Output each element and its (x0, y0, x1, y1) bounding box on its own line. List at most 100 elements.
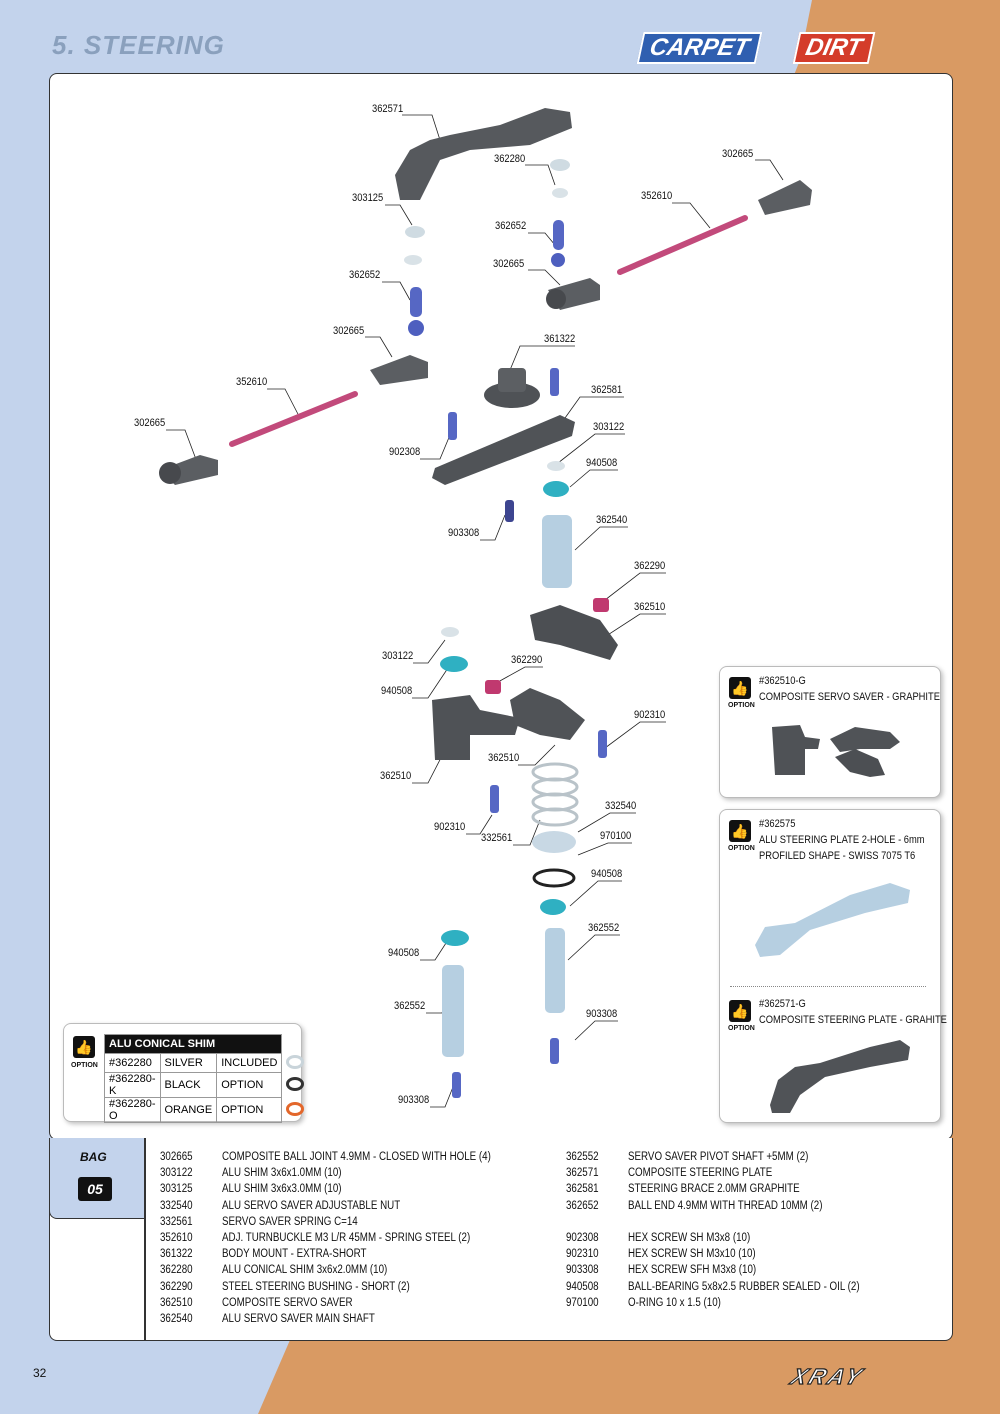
part-code: 361322 (160, 1248, 193, 1261)
option-title: COMPOSITE STEERING PLATE - GRAHITE (759, 1014, 947, 1026)
ball-end-part (410, 287, 422, 317)
part-code: 332540 (160, 1199, 193, 1212)
part-code: 362571 (566, 1167, 599, 1180)
part-label: 332540 (605, 800, 637, 812)
parts-list-panel (49, 1138, 953, 1341)
table-row: #362280 SILVER INCLUDED (104, 1053, 309, 1073)
part-label: 361322 (544, 333, 576, 345)
part-label: 362290 (634, 560, 666, 572)
part-label: 362510 (380, 770, 412, 782)
part-label: 902308 (389, 446, 421, 458)
part-label: 902310 (434, 821, 466, 833)
option-label: OPTION (71, 1062, 98, 1069)
alu-steering-plate-image (755, 883, 910, 957)
shim-part (547, 461, 565, 471)
body-mount-part (498, 368, 526, 392)
part-code: 903308 (566, 1264, 599, 1277)
part-code: 362652 (566, 1199, 599, 1212)
part-desc: O-RING 10 x 1.5 (10) (628, 1296, 721, 1309)
screw-part (550, 1038, 559, 1064)
part-label: 332561 (481, 832, 513, 844)
thumbs-up-icon: 👍 (73, 1036, 95, 1058)
part-label: 902310 (634, 709, 666, 721)
silver-swatch-icon (286, 1054, 305, 1069)
option-code: #362510-G (759, 675, 806, 687)
shim-code: #362280 (104, 1053, 161, 1073)
screw-part (448, 412, 457, 440)
part-code: 362290 (160, 1280, 193, 1293)
part-code: 362581 (566, 1183, 599, 1196)
part-desc: BODY MOUNT - EXTRA-SHORT (222, 1248, 367, 1261)
list-item: 361322 BODY MOUNT - EXTRA-SHORT (160, 1248, 538, 1264)
shim-table: ALU CONICAL SHIM #362280 SILVER INCLUDED… (103, 1034, 309, 1123)
part-label: 362280 (494, 153, 526, 165)
o-ring-part (532, 868, 576, 888)
part-label: 303125 (352, 192, 384, 204)
option-label: OPTION (728, 845, 755, 852)
part-label: 303122 (593, 421, 625, 433)
part-code: 352610 (160, 1231, 193, 1244)
leader-lines (166, 114, 784, 1108)
brand-logo: XRAY (787, 1363, 869, 1389)
bag-label: BAG (80, 1150, 107, 1164)
section-title: 5. STEERING (52, 30, 225, 60)
thumbs-up-icon: 👍 (729, 677, 751, 699)
option-box-servo-saver: 👍 OPTION #362510-G COMPOSITE SERVO SAVER… (719, 666, 941, 798)
part-label: 903308 (448, 527, 480, 539)
option-code: #362571-G (759, 998, 806, 1010)
ball-joint-part (159, 462, 181, 484)
list-item: 362540 ALU SERVO SAVER MAIN SHAFT (160, 1313, 538, 1329)
option-code: #362575 (759, 818, 796, 830)
part-desc: ALU SERVO SAVER MAIN SHAFT (222, 1312, 375, 1325)
list-item: 362571 COMPOSITE STEERING PLATE (566, 1167, 900, 1183)
part-code: 362552 (566, 1151, 599, 1163)
part-label: 903308 (398, 1094, 430, 1106)
shim-part (404, 255, 422, 265)
part-label: 362652 (495, 220, 527, 232)
part-label: 352610 (236, 376, 268, 388)
composite-steering-plate-image (770, 1040, 910, 1113)
part-desc: HEX SCREW SFH M3x8 (10) (628, 1264, 757, 1277)
bushing-part (593, 598, 609, 612)
ball-end-part (408, 320, 424, 336)
part-code: 970100 (566, 1296, 599, 1309)
page-number: 32 (33, 1366, 47, 1380)
bearing-part (540, 899, 566, 915)
turnbuckle-part (617, 215, 748, 275)
part-label: 940508 (591, 868, 623, 880)
servo-saver-part (530, 605, 618, 660)
shim-status: OPTION (216, 1097, 283, 1123)
shim-color: ORANGE (159, 1097, 218, 1123)
part-label: 362540 (596, 514, 628, 526)
shim-code: #362280-K (104, 1072, 161, 1098)
part-code: 332561 (160, 1215, 193, 1228)
part-code: 362540 (160, 1312, 193, 1325)
part-label: 302665 (134, 417, 166, 429)
part-desc: COMPOSITE STEERING PLATE (628, 1167, 773, 1180)
part-label: 302665 (722, 148, 754, 160)
part-code: 303125 (160, 1183, 193, 1196)
part-code: 902308 (566, 1231, 599, 1244)
part-label: 940508 (381, 685, 413, 697)
part-desc: SERVO SAVER SPRING C=14 (222, 1215, 358, 1228)
part-label: 362552 (588, 922, 620, 934)
divider (730, 986, 926, 987)
part-label: 362552 (394, 1000, 426, 1012)
part-desc: HEX SCREW SH M3x10 (10) (628, 1248, 756, 1261)
nut-part (532, 831, 576, 853)
list-item: 970100 O-RING 10 x 1.5 (10) (566, 1297, 900, 1313)
ball-joint-part (546, 289, 566, 309)
part-desc: COMPOSITE BALL JOINT 4.9MM - CLOSED WITH… (222, 1151, 491, 1163)
ball-end-part (551, 253, 565, 267)
list-item: 903308 HEX SCREW SFH M3x8 (10) (566, 1264, 900, 1280)
screw-part (490, 785, 499, 813)
